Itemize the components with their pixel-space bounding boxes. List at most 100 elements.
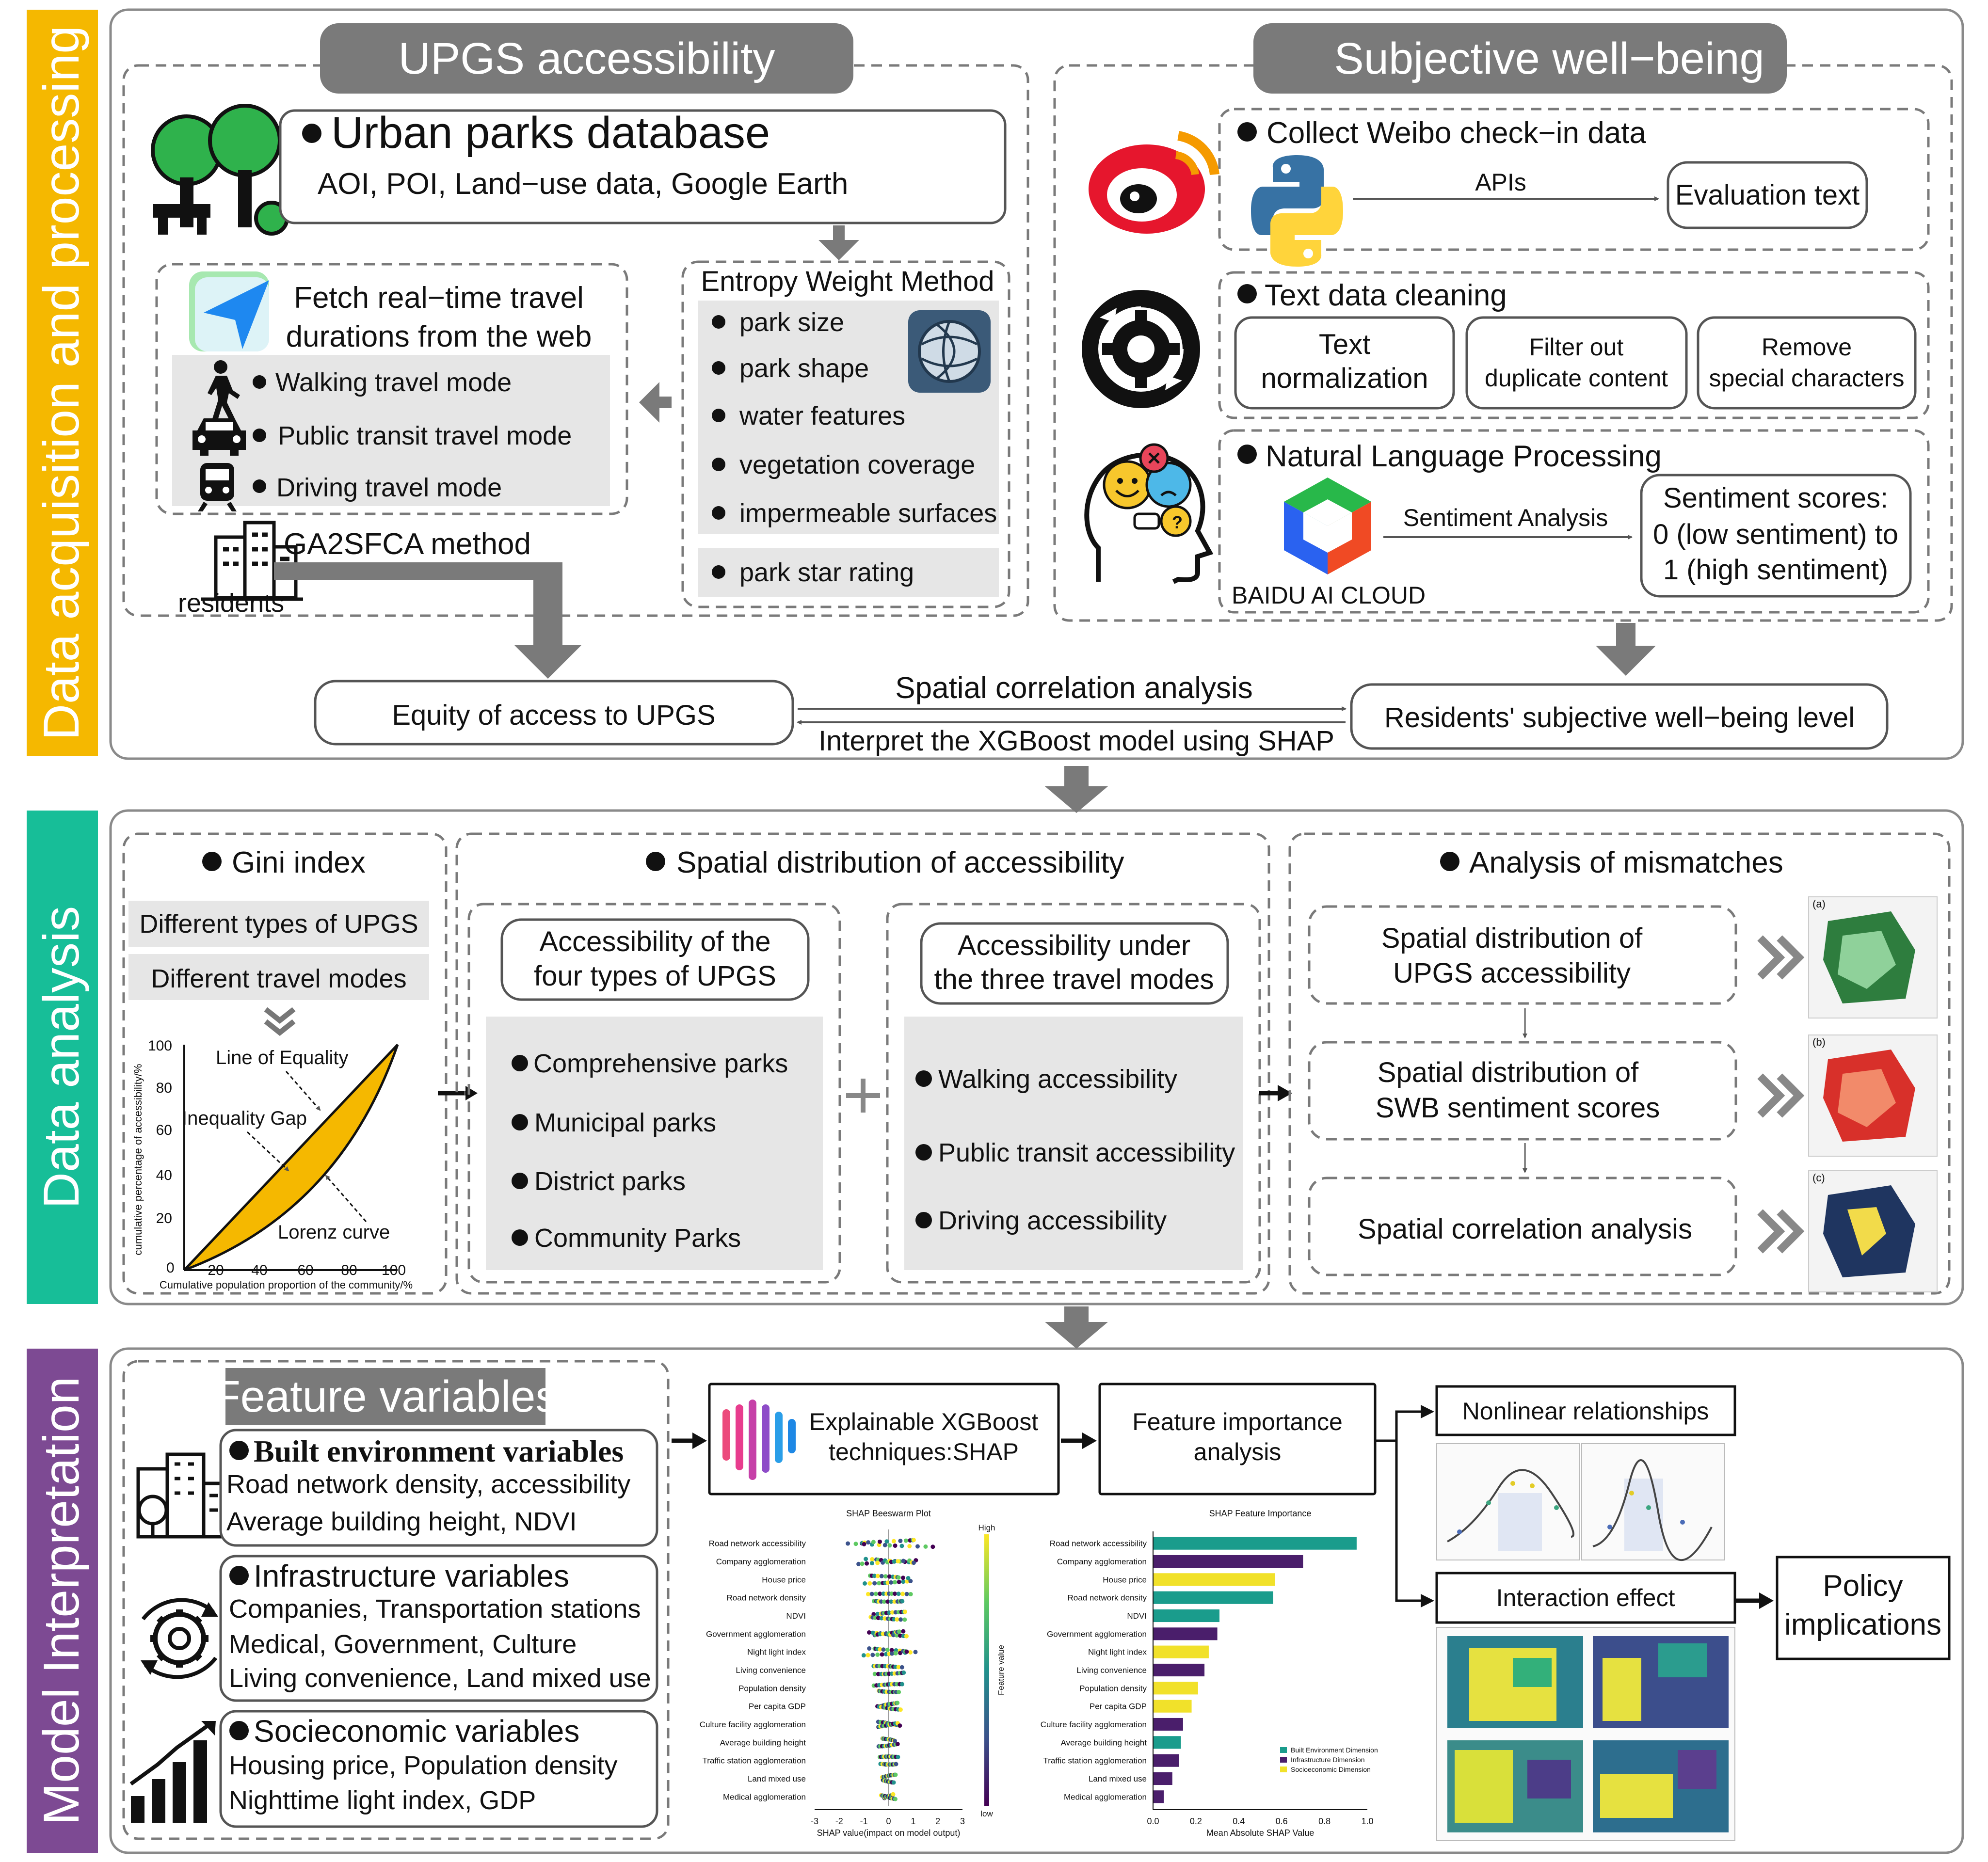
shap-point — [900, 1591, 905, 1596]
bullet — [1440, 852, 1459, 871]
feature-label: Company agglomeration — [716, 1557, 806, 1566]
importance-bar — [1153, 1682, 1198, 1695]
socio-line1: Housing price, Population density — [229, 1751, 617, 1780]
clean-step-box-0 — [1234, 316, 1455, 410]
section-bar-analysis — [27, 811, 98, 1304]
shap-point — [892, 1591, 897, 1596]
x-axis-label: Cumulative population proportion of the … — [160, 1279, 413, 1291]
shap-point — [869, 1561, 874, 1566]
shap-point — [890, 1651, 895, 1656]
shap-point — [899, 1544, 904, 1548]
double-chevron-right-icon — [1757, 1073, 1805, 1118]
double-chevron-right-icon — [1757, 1209, 1805, 1254]
shap-point — [900, 1599, 905, 1604]
park-type-2: District parks — [534, 1167, 686, 1196]
baidu-cube-icon — [1284, 477, 1371, 574]
entropy-item-3: vegetation coverage — [739, 450, 975, 479]
shap-point — [903, 1538, 908, 1543]
shap-point — [904, 1649, 909, 1654]
travel-modes-title-2: the three travel modes — [934, 964, 1214, 995]
x-tick: 0 — [166, 1260, 175, 1276]
shap-point — [890, 1610, 895, 1615]
upgs-types-list-bg — [486, 1017, 823, 1270]
shap-point — [898, 1617, 903, 1622]
x-tick: 2 — [935, 1816, 940, 1826]
shap-point — [892, 1617, 897, 1622]
shap-point — [891, 1780, 896, 1785]
bullet — [229, 1566, 249, 1585]
x-tick: -2 — [835, 1816, 843, 1826]
arrow-head — [465, 1086, 478, 1100]
shap-label: Interpret the XGBoost model using SHAP — [818, 725, 1334, 757]
globe-app-icon — [908, 310, 991, 393]
x-tick: -3 — [811, 1816, 818, 1826]
x-tick: 20 — [208, 1262, 224, 1278]
shap-point — [908, 1592, 913, 1597]
x-tick: 0.8 — [1318, 1816, 1331, 1826]
shap-point — [863, 1581, 867, 1586]
shap-box-line1: Explainable XGBoost — [809, 1408, 1039, 1435]
shap-point — [915, 1544, 920, 1549]
colorbar-low: low — [980, 1809, 993, 1818]
mismatch-title: Analysis of mismatches — [1469, 846, 1783, 879]
mismatch-box-0 — [1308, 905, 1737, 1005]
lorenz-chart: 100 80 60 40 20 0 20 40 60 80 100 cumula… — [132, 1038, 413, 1291]
shap-point — [894, 1762, 898, 1767]
x-tick: -1 — [860, 1816, 868, 1826]
evaluation-text: Evaluation text — [1675, 179, 1860, 211]
x-tick: 0.2 — [1190, 1816, 1202, 1826]
legend-label: Infrastructure Dimension — [1291, 1756, 1365, 1764]
socio-box — [219, 1710, 658, 1828]
clean-step-box-2 — [1697, 316, 1917, 410]
shap-point — [889, 1580, 894, 1585]
ga2sfca-arrow — [274, 562, 582, 679]
bullet — [915, 1144, 932, 1161]
importance-line2: analysis — [1194, 1438, 1282, 1465]
shap-point — [893, 1610, 898, 1615]
upgs-types-title-box — [500, 918, 810, 1001]
arrow-left-entropy — [639, 382, 672, 423]
ga2sfca-label: GA2SFCA method — [284, 527, 531, 561]
travel-modes-panel — [886, 903, 1261, 1284]
shap-point — [893, 1797, 898, 1801]
section-bar-interpretation — [27, 1349, 98, 1853]
map-thumbnail-accessibility: (a) — [1808, 896, 1938, 1019]
feature-label: Culture facility agglomeration — [1041, 1720, 1147, 1729]
shap-point — [877, 1581, 882, 1586]
y-tick: 80 — [156, 1080, 172, 1096]
clean-step-2-line2: special characters — [1709, 365, 1905, 392]
shap-point — [846, 1541, 850, 1546]
scores-line2: 0 (low sentiment) to — [1653, 519, 1898, 550]
travel-mode-0: Walking accessibility — [938, 1065, 1177, 1094]
shap-point — [892, 1559, 897, 1564]
feature-label: Company agglomeration — [1057, 1557, 1147, 1566]
shap-point — [906, 1576, 911, 1580]
x-tick: 3 — [960, 1816, 965, 1826]
mismatch-0-line1: Spatial distribution of — [1381, 923, 1643, 954]
branch-connector — [1375, 1410, 1423, 1602]
mode-transit: Public transit travel mode — [278, 421, 572, 450]
swb-header: Subjective well−being — [1334, 34, 1764, 83]
infra-line1: Companies, Transportation stations — [229, 1594, 641, 1623]
map-thumbnail-sentiment: (b) — [1808, 1034, 1938, 1157]
shap-point — [869, 1591, 874, 1596]
shap-point — [901, 1670, 906, 1675]
mismatch-1-line2: SWB sentiment scores — [1376, 1092, 1660, 1124]
importance-bar — [1153, 1790, 1164, 1803]
y-tick: 60 — [156, 1122, 172, 1138]
shap-point — [885, 1599, 890, 1604]
feature-label: Night light index — [1088, 1648, 1147, 1657]
infra-line2: Medical, Government, Culture — [229, 1630, 577, 1659]
shap-point — [913, 1650, 918, 1655]
bullet — [512, 1114, 528, 1130]
shap-point — [891, 1792, 896, 1797]
x-axis-label: SHAP value(impact on model output) — [817, 1828, 961, 1838]
gini-panel — [122, 832, 448, 1295]
shap-point — [896, 1665, 901, 1670]
apis-label: APIs — [1475, 169, 1526, 196]
bullet — [229, 1441, 249, 1460]
importance-bar — [1153, 1537, 1357, 1550]
mode-walking: Walking travel mode — [275, 368, 512, 397]
train-icon — [198, 463, 237, 511]
